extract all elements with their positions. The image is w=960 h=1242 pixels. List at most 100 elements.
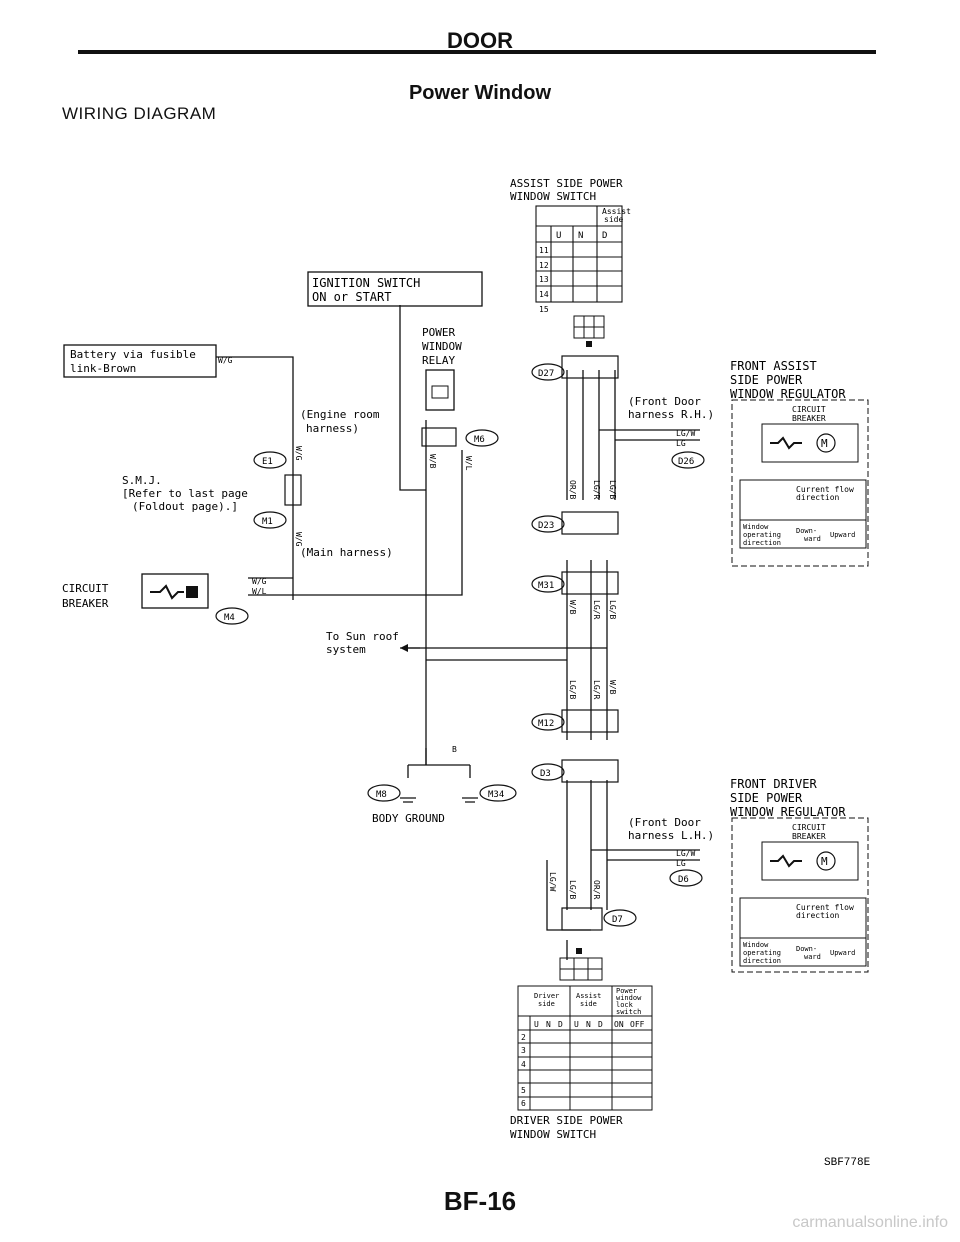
connector-d26	[671, 451, 705, 469]
connector-m8-label: M8	[376, 790, 387, 800]
wire-lgb-v4: LG/B	[568, 880, 577, 899]
connector-m6-label: M6	[474, 435, 485, 445]
lock-col-line1: Power	[616, 987, 637, 995]
drv-row-3: 3	[521, 1046, 526, 1055]
assist-row-12: 12	[539, 261, 549, 270]
relay-label-line1: POWER	[422, 326, 455, 339]
lock-col-line2: window	[616, 994, 642, 1002]
relay-coil	[431, 385, 449, 399]
assist-reg-breaker-2: BREAKER	[792, 414, 826, 423]
wire-lgr-v1: LG/R	[592, 480, 601, 499]
assist-breaker-motor-box	[761, 423, 859, 463]
driver-dir-line2: operating	[743, 949, 781, 957]
driver-reg-breaker-2: BREAKER	[792, 832, 826, 841]
drv-row-5: 5	[521, 1086, 526, 1095]
assist-down-1: Down-	[796, 527, 817, 535]
diagram-heading: WIRING DIAGRAM	[62, 104, 217, 123]
wire-lgr-v3: LG/R	[592, 680, 601, 699]
ignition-switch-box	[307, 271, 483, 307]
breaker-symbol	[150, 584, 184, 600]
assist-motor-label: M	[821, 437, 828, 450]
battery-box	[63, 344, 217, 378]
driver-up: Upward	[830, 949, 855, 957]
wire-lgw-label: LG/W	[676, 429, 695, 438]
wire-lgw-v4: LG/W	[548, 872, 557, 891]
wire-orb-v1: OR/B	[568, 480, 577, 499]
wire-lgw-label-2: LG/W	[676, 849, 695, 858]
assist-col-u: U	[556, 231, 561, 241]
drv-col-line1: Driver	[534, 992, 559, 1000]
assist-row-13: 13	[539, 275, 549, 284]
assist-breaker-symbol	[770, 436, 802, 450]
connector-m6	[465, 429, 499, 447]
driver-dir-table	[739, 937, 867, 967]
drv-d: D	[558, 1020, 563, 1029]
driver-dir-line1: Window	[743, 941, 769, 949]
wire-wl-v1: W/L	[464, 456, 473, 471]
ast-u: U	[574, 1020, 579, 1029]
connector-e1-label: E1	[262, 457, 273, 467]
figure-code: SBF778E	[824, 1157, 871, 1169]
connector-m1	[253, 511, 287, 529]
driver-current-line1: Current flow	[796, 903, 854, 912]
driver-motor-icon	[816, 851, 836, 871]
connector-d26-label: D26	[678, 457, 694, 467]
assist-dir-line1: Window	[743, 523, 769, 531]
connector-d23-label: D23	[538, 521, 554, 531]
relay-label-line3: RELAY	[422, 354, 455, 367]
driver-reg-line3: WINDOW REGULATOR	[730, 805, 846, 819]
assist-switch-table	[535, 205, 623, 303]
wire-b-label: B	[452, 745, 457, 754]
engine-room-line2: harness)	[306, 422, 359, 435]
ast-col-line2: side	[580, 1000, 597, 1008]
drv-row-4: 4	[521, 1060, 526, 1069]
assist-switch-line2: WINDOW SWITCH	[510, 190, 596, 203]
drv-col-line2: side	[538, 1000, 555, 1008]
assist-reg-line1: FRONT ASSIST	[730, 359, 817, 373]
section-title: Power Window	[408, 82, 552, 104]
assist-side-line2: side	[604, 215, 623, 224]
connector-m8	[367, 784, 401, 802]
wire-orr-v4: OR/R	[592, 880, 601, 899]
wire-wg-v1: W/G	[294, 446, 303, 461]
front-door-rh-line1: (Front Door	[628, 395, 701, 408]
wire-lgb-v2: LG/B	[608, 600, 617, 619]
connector-m34	[479, 784, 517, 802]
driver-down-1: Down-	[796, 945, 817, 953]
driver-switch-line1: DRIVER SIDE POWER	[510, 1114, 623, 1127]
driver-down-2: ward	[804, 953, 821, 961]
driver-dir-line3: direction	[743, 957, 781, 965]
driver-pin-marker	[576, 948, 582, 954]
assist-pin-marker	[586, 341, 592, 347]
sunroof-label-line1: To Sun roof	[326, 630, 399, 643]
wire-wb-v3: W/B	[608, 680, 617, 695]
driver-current-line2: direction	[796, 911, 840, 920]
driver-breaker-motor-box	[761, 841, 859, 881]
driver-motor-label: M	[821, 855, 828, 868]
breaker-label-line1: CIRCUIT	[62, 582, 109, 595]
wire-wb-v2: W/B	[568, 600, 577, 615]
smj-label-line3: (Foldout page).]	[132, 500, 238, 513]
relay-label-line2: WINDOW	[422, 340, 462, 353]
battery-label-line2: link-Brown	[70, 362, 136, 375]
driver-switch-table	[517, 985, 653, 1111]
wire-lgb-v3: LG/B	[568, 680, 577, 699]
wire-wb-v1: W/B	[428, 454, 437, 469]
drv-n: N	[546, 1020, 551, 1029]
front-door-lh-line2: harness L.H.)	[628, 829, 714, 842]
body-ground-label: BODY GROUND	[372, 812, 445, 825]
connector-d7-label: D7	[612, 915, 623, 925]
assist-dir-line2: operating	[743, 531, 781, 539]
connector-d3	[531, 763, 565, 781]
lock-on: ON	[614, 1020, 624, 1029]
page-title: DOOR	[447, 28, 513, 53]
drv-u: U	[534, 1020, 539, 1029]
assist-col-n: N	[578, 231, 583, 241]
connector-d23	[531, 515, 565, 533]
connector-m31-body	[561, 571, 619, 595]
circuit-breaker-box	[141, 573, 209, 609]
wire-lg-label: LG	[676, 439, 686, 448]
main-harness-label: (Main harness)	[300, 546, 393, 559]
ignition-label-line1: IGNITION SWITCH	[312, 276, 420, 290]
sunroof-arrow	[400, 644, 408, 652]
